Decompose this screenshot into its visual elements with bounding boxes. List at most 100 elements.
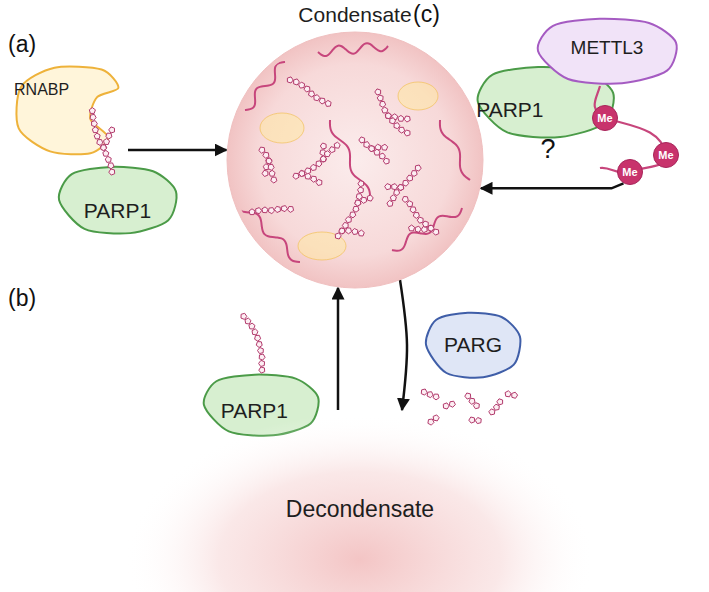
adp-ribose-unit [475, 418, 481, 424]
adp-ribose-unit [358, 187, 364, 193]
adp-ribose-unit [299, 82, 305, 88]
adp-ribose-unit [293, 173, 299, 179]
adp-ribose-unit [369, 146, 375, 152]
adp-ribose-unit [489, 409, 495, 415]
adp-ribose-unit [335, 233, 341, 239]
shape-label: PARG [444, 333, 502, 356]
process-arrow [128, 149, 226, 152]
panel-letter: (c) [413, 2, 440, 27]
process-arrow [481, 183, 624, 188]
shape-label: PARP1 [84, 200, 151, 223]
methyl-mark: Me [592, 105, 618, 131]
adp-ribose-unit [109, 169, 115, 175]
adp-ribose-unit [410, 207, 416, 213]
parp1-enzyme: PARP1 [50, 160, 185, 240]
adp-ribose-unit [245, 318, 251, 324]
adp-ribose-unit [409, 225, 415, 231]
adp-ribose-unit [512, 392, 518, 398]
adp-ribose-unit [92, 127, 98, 133]
methyl-label: Me [597, 112, 612, 124]
adp-ribose-unit [329, 147, 335, 153]
decondensate-cloud [125, 414, 595, 592]
adp-ribose-unit [342, 222, 348, 228]
condensate-circle [227, 32, 483, 288]
mettl3-enzyme-body [538, 19, 677, 84]
adp-ribose-unit [404, 116, 410, 122]
adp-ribose-unit [421, 389, 427, 395]
rna-strand [440, 120, 470, 180]
adp-ribose-unit [334, 142, 340, 148]
adp-ribose-unit [382, 144, 388, 150]
adp-ribose-unit [375, 89, 381, 95]
adp-ribose-unit [505, 391, 511, 397]
adp-ribose-unit [249, 209, 255, 215]
adp-ribose-unit [256, 208, 262, 214]
adp-ribose-unit [383, 158, 389, 164]
shape-label: RNABP [14, 81, 69, 99]
adp-ribose-unit [320, 156, 326, 162]
adp-ribose-unit [311, 176, 317, 182]
methyl-mark: Me [617, 159, 643, 185]
adp-ribose-unit [398, 115, 404, 121]
adp-ribose-unit [382, 107, 388, 113]
rnabp-in-condensate [298, 232, 346, 260]
rnabp-protein-outline [8, 60, 128, 160]
adp-ribose-unit [392, 184, 398, 190]
adp-ribose-unit [394, 190, 400, 196]
adp-ribose-unit [358, 181, 364, 187]
adp-ribose-unit [339, 228, 345, 234]
parg-enzyme-body [426, 313, 520, 378]
process-arrow [400, 280, 407, 410]
adp-ribose-unit [305, 168, 311, 174]
adp-ribose-unit [449, 401, 455, 407]
adp-ribose-unit [359, 137, 365, 143]
adp-ribose-unit [358, 230, 364, 236]
adp-ribose-unit [355, 200, 361, 206]
adp-ribose-unit [356, 194, 362, 200]
adp-ribose-unit [443, 403, 449, 409]
decondensate-region: Decondensate [150, 410, 570, 592]
adp-ribose-unit [89, 108, 95, 114]
adp-ribose-unit [266, 158, 272, 164]
adp-ribose-unit [385, 184, 391, 190]
adp-ribose-unit [299, 170, 305, 176]
rna-strand [245, 62, 285, 110]
adp-ribose-unit [108, 163, 114, 169]
adp-ribose-unit [473, 403, 479, 409]
methyl-circle [618, 160, 643, 185]
adp-ribose-unit [103, 150, 109, 156]
adp-ribose-unit [345, 228, 351, 234]
shape-label: PARP1 [476, 99, 543, 122]
adp-ribose-unit [385, 113, 391, 119]
adp-ribose-unit [100, 145, 106, 151]
adp-ribose-unit [262, 170, 268, 176]
adp-ribose-unit [390, 195, 396, 201]
adp-ribose-unit [417, 217, 423, 223]
adp-ribose-unit [319, 98, 325, 104]
adp-ribose-unit [469, 417, 475, 423]
adp-ribose-unit [282, 206, 288, 212]
adp-ribose-unit [262, 207, 268, 213]
adp-ribose-unit [109, 127, 115, 133]
panel-letter: (b) [8, 286, 36, 311]
adp-ribose-unit [94, 133, 100, 139]
panel-letter: (a) [8, 32, 36, 57]
adp-ribose-unit [241, 313, 247, 319]
adp-ribose-unit [377, 95, 383, 101]
adp-ribose-unit [258, 348, 264, 354]
adp-ribose-unit [411, 171, 417, 177]
adp-ribose-unit [390, 118, 396, 124]
adp-ribose-unit [92, 121, 98, 127]
adp-ribose-unit [369, 146, 375, 152]
adp-ribose-unit [259, 147, 265, 153]
adp-ribose-unit [259, 360, 265, 366]
question-mark: ? [538, 135, 557, 165]
shape-label: METTL3 [571, 37, 644, 58]
adp-ribose-unit [404, 130, 410, 136]
adp-ribose-unit [268, 208, 274, 214]
methyl-circle [654, 143, 679, 168]
adp-ribose-unit [353, 206, 359, 212]
adp-ribose-unit [415, 165, 421, 171]
adp-ribose-unit [355, 200, 361, 206]
